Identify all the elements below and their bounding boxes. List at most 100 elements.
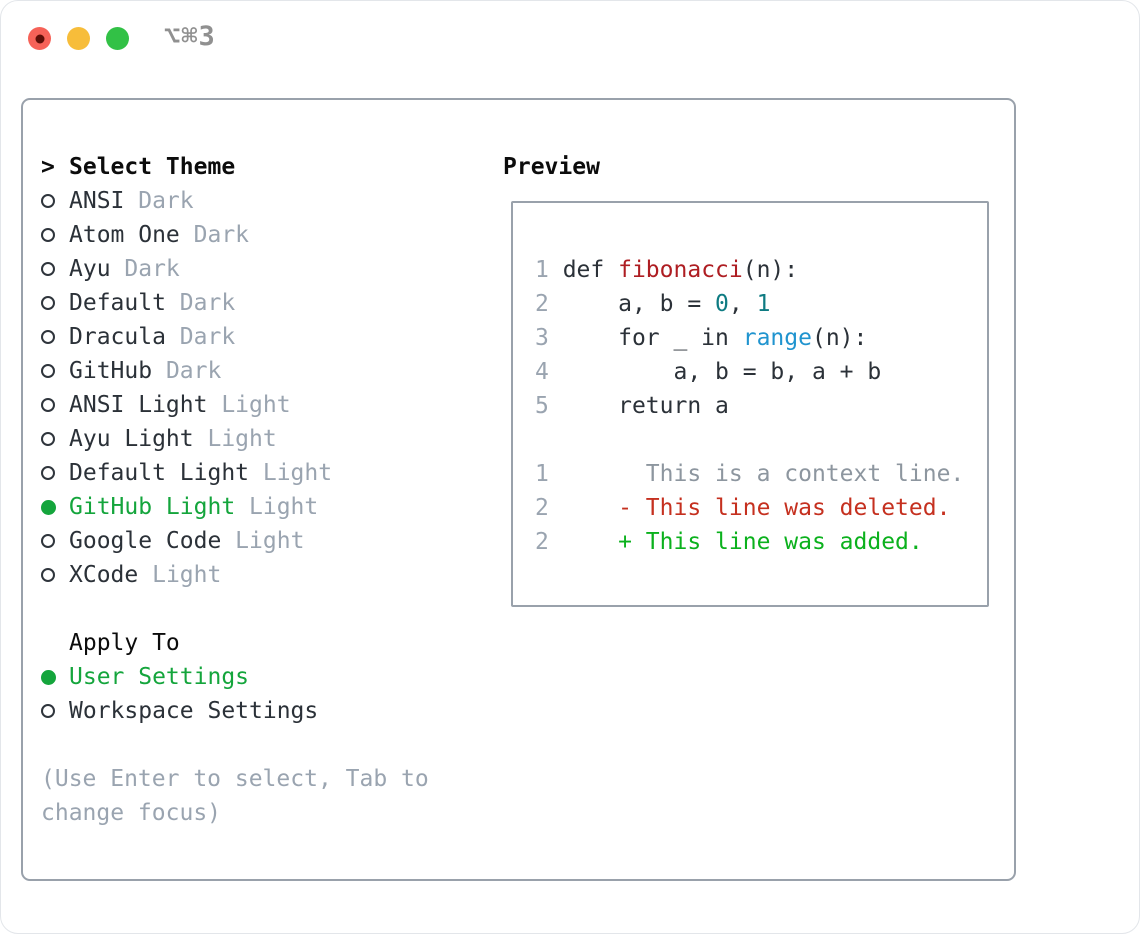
code-segment-call: range [742,325,812,351]
theme-item[interactable]: Ayu Light Light [41,422,476,456]
radio-slot [41,330,69,344]
code-segment-num: 0 [715,291,729,317]
apply-to-header-row: Apply To [41,626,476,660]
code-segment-del: - This line was deleted. [548,495,951,521]
theme-name: Ayu [69,256,111,282]
theme-variant-tag: Light [138,562,222,588]
code-segment-ctx: This is a context line. [548,461,965,487]
code-line: 5 return a [535,389,979,423]
theme-item[interactable]: Ayu Dark [41,252,476,286]
radio-icon [41,568,55,582]
line-number: 2 [535,529,549,555]
code-line: 3 for _ in range(n): [535,321,979,355]
radio-slot [41,194,69,208]
spacer [41,592,476,626]
code-segment-code: , [728,291,757,317]
code-line: 2 a, b = 0, 1 [535,287,979,321]
minimize-button[interactable] [67,27,90,50]
radio-selected-icon [41,499,56,515]
theme-variant-tag: Dark [110,256,180,282]
code-segment-code: for _ in [548,325,743,351]
radio-slot [41,398,69,412]
code-segment-add: + This line was added. [548,529,923,555]
code-segment-code: (n): [742,257,799,283]
theme-name: ANSI Light [69,392,208,418]
radio-icon [41,262,55,276]
radio-icon [41,296,55,310]
unsaved-dot-icon [35,34,44,43]
theme-name: Default [69,290,166,316]
theme-item[interactable]: Default Dark [41,286,476,320]
picker-title: Select Theme [69,154,236,180]
theme-name: GitHub Light [69,494,236,520]
apply-option-label: Workspace Settings [69,698,319,724]
code-line: 1 def fibonacci(n): [535,253,979,287]
radio-icon [41,704,55,718]
radio-slot [41,534,69,548]
close-button[interactable] [28,27,51,50]
cursor-indicator: > [41,154,55,180]
zoom-button[interactable] [106,27,129,50]
radio-slot [41,466,69,480]
preview-title: Preview [503,154,600,180]
theme-item[interactable]: GitHub Light Light [41,490,476,524]
line-number: 2 [535,495,549,521]
picker-header-row: > Select Theme [41,150,476,184]
theme-variant-tag: Light [193,426,277,452]
code-segment-code: return a [548,393,729,419]
theme-variant-tag: Light [235,494,319,520]
theme-item[interactable]: XCode Light [41,558,476,592]
theme-name: Ayu Light [69,426,194,452]
theme-name: ANSI [69,188,125,214]
theme-variant-tag: Dark [165,290,236,316]
radio-slot [41,499,69,515]
spacer [41,728,476,762]
code-segment-code: a, b = [548,291,716,317]
traffic-lights [28,27,129,50]
code-segment-func: fibonacci [618,257,743,283]
code-segment-code: (n): [811,325,868,351]
theme-name: Default Light [69,460,250,486]
titlebar: ⌥⌘3 [1,1,1139,77]
line-number: 3 [535,325,549,351]
theme-item[interactable]: ANSI Light Light [41,388,476,422]
theme-variant-tag: Dark [124,188,194,214]
radio-icon [41,228,55,242]
apply-option[interactable]: User Settings [41,660,476,694]
theme-name: Dracula [69,324,166,350]
theme-variant-tag: Light [249,460,333,486]
line-number: 5 [535,393,549,419]
code-line: 2 - This line was deleted. [535,491,979,525]
radio-icon [41,398,55,412]
keyboard-hint: (Use Enter to select, Tab to change focu… [41,766,429,826]
theme-item[interactable]: Google Code Light [41,524,476,558]
theme-name: Atom One [69,222,180,248]
apply-option[interactable]: Workspace Settings [41,694,476,728]
theme-item[interactable]: Dracula Dark [41,320,476,354]
theme-variant-tag: Light [221,528,305,554]
code-line: 1 This is a context line. [535,457,979,491]
radio-slot [41,568,69,582]
theme-item[interactable]: ANSI Dark [41,184,476,218]
radio-icon [41,466,55,480]
code-segment-num: 1 [756,291,771,317]
theme-item[interactable]: Default Light Light [41,456,476,490]
code-blank-line [535,423,979,457]
radio-icon [41,194,55,208]
theme-item[interactable]: GitHub Dark [41,354,476,388]
theme-variant-tag: Dark [179,222,250,248]
code-segment-code: a, b = b, a + b [548,359,882,385]
radio-slot [41,228,69,242]
radio-slot [41,704,69,718]
line-number: 2 [535,291,549,317]
line-number: 4 [535,359,549,385]
theme-name: Google Code [69,528,222,554]
theme-variant-tag: Dark [152,358,222,384]
keyboard-shortcut-label: ⌥⌘3 [164,21,216,52]
theme-item[interactable]: Atom One Dark [41,218,476,252]
